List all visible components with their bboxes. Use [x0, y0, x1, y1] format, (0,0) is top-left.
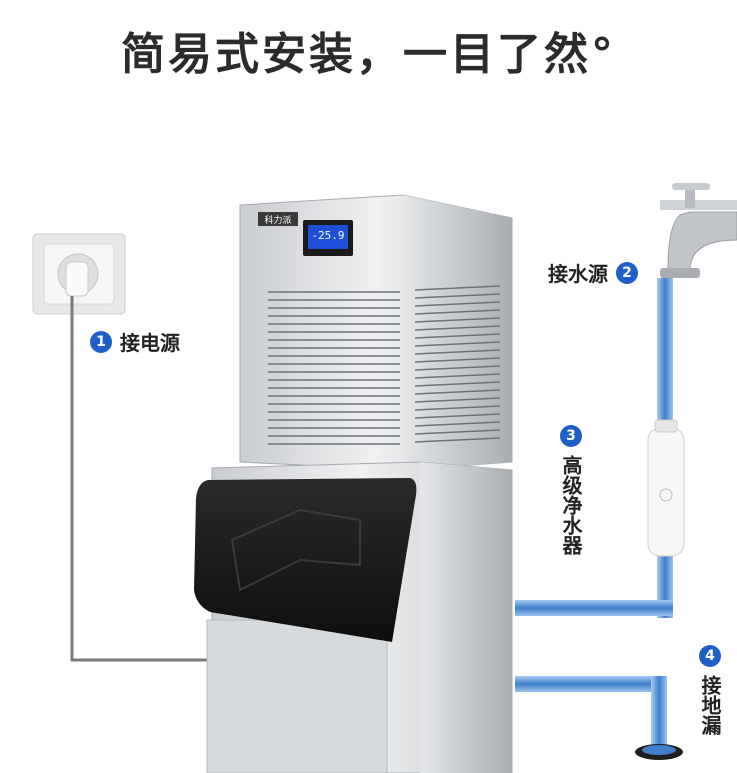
step-2-text: 接水源 [548, 262, 608, 286]
step-2-label: 接水源 2 [548, 258, 638, 287]
step-4-badge: 4 [699, 645, 721, 667]
step-3-label: 3 高级净水器 [558, 425, 584, 555]
ice-machine [194, 194, 513, 773]
water-faucet [660, 183, 737, 278]
brand-logo [258, 212, 298, 226]
step-1-label: 1 接电源 [90, 327, 180, 356]
step-4-label: 4 接地漏 [697, 645, 723, 735]
step-2-badge: 2 [616, 261, 638, 284]
water-filter [647, 419, 685, 557]
step-4-text: 接地漏 [698, 675, 722, 735]
wall-socket [32, 233, 126, 315]
power-cord [70, 296, 207, 662]
brand-logo-text: 科力派 [264, 216, 292, 226]
step-3-text: 高级净水器 [559, 455, 583, 555]
step-1-badge: 1 [90, 330, 112, 353]
bin-door [194, 478, 417, 642]
display-readout: -25.9 [311, 229, 345, 242]
step-3-badge: 3 [560, 425, 582, 447]
step-1-text: 接电源 [120, 331, 180, 355]
headline: 简易式安装，一目了然° [121, 29, 616, 80]
